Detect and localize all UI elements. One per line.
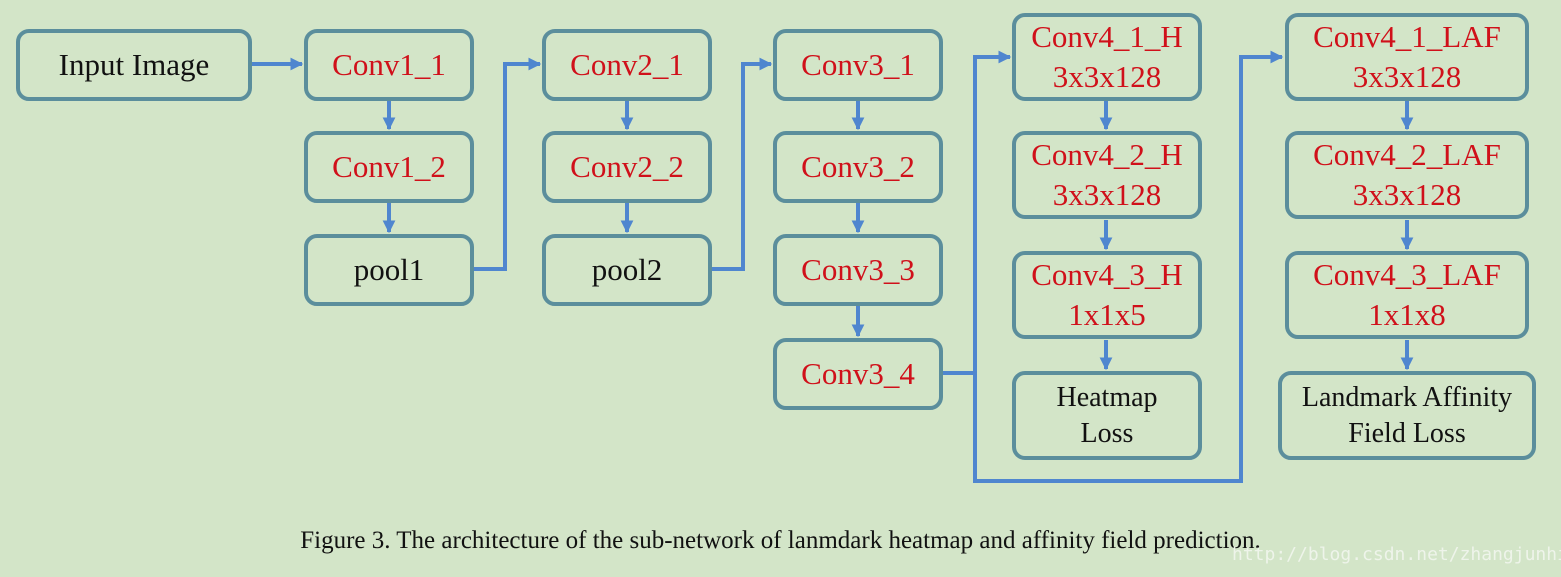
node-conv1-1-label: Conv1_1 [332, 47, 446, 82]
node-conv4-2-laf: Conv4_2_LAF 3x3x128 [1285, 131, 1529, 219]
node-conv4-3-laf-size: 1x1x8 [1368, 297, 1446, 332]
node-landmark-affinity-field-loss: Landmark Affinity Field Loss [1278, 371, 1536, 460]
arrow-conv3-4-to-conv4-1-laf [973, 50, 1284, 483]
node-heatmap-loss: Heatmap Loss [1012, 371, 1202, 460]
node-conv2-2-label: Conv2_2 [570, 149, 684, 184]
node-conv3-1-label: Conv3_1 [801, 47, 915, 82]
node-conv4-1-h-size: 3x3x128 [1052, 59, 1162, 94]
node-laf-loss-line1: Landmark Affinity [1301, 381, 1513, 413]
node-pool1: pool1 [304, 234, 474, 306]
node-conv1-2-label: Conv1_2 [332, 149, 446, 184]
node-conv4-1-laf-size: 3x3x128 [1352, 59, 1462, 94]
node-conv4-2-h-size: 3x3x128 [1052, 177, 1162, 212]
arrow-conv3-4-to-conv4-1-h [943, 50, 1012, 375]
node-conv4-3-h: Conv4_3_H 1x1x5 [1012, 251, 1202, 339]
node-conv4-2-laf-name: Conv4_2_LAF [1313, 137, 1501, 172]
node-conv1-2: Conv1_2 [304, 131, 474, 203]
node-conv1-1: Conv1_1 [304, 29, 474, 101]
node-conv3-3-label: Conv3_3 [801, 252, 915, 287]
node-conv4-1-laf: Conv4_1_LAF 3x3x128 [1285, 13, 1529, 101]
node-conv4-3-laf-name: Conv4_3_LAF [1313, 257, 1501, 292]
node-pool2-label: pool2 [591, 252, 663, 287]
node-conv3-4: Conv3_4 [773, 338, 943, 410]
node-conv2-2: Conv2_2 [542, 131, 712, 203]
node-conv3-1: Conv3_1 [773, 29, 943, 101]
node-pool2: pool2 [542, 234, 712, 306]
node-conv3-4-label: Conv3_4 [801, 356, 915, 391]
node-conv3-2-label: Conv3_2 [801, 149, 915, 184]
node-conv4-2-h: Conv4_2_H 3x3x128 [1012, 131, 1202, 219]
node-conv4-1-laf-name: Conv4_1_LAF [1313, 19, 1501, 54]
arrow-pool1-to-conv2-1 [474, 57, 542, 271]
node-conv4-2-laf-size: 3x3x128 [1352, 177, 1462, 212]
node-conv4-1-h-name: Conv4_1_H [1031, 19, 1183, 54]
node-conv2-1-label: Conv2_1 [570, 47, 684, 82]
node-conv2-1: Conv2_1 [542, 29, 712, 101]
node-conv3-3: Conv3_3 [773, 234, 943, 306]
arrow-pool2-to-conv3-1 [712, 57, 773, 271]
node-pool1-label: pool1 [353, 252, 425, 287]
node-input-image-label: Input Image [58, 47, 210, 82]
node-conv4-1-h: Conv4_1_H 3x3x128 [1012, 13, 1202, 101]
watermark-url: http://blog.csdn.net/zhangjunhit [1232, 544, 1561, 565]
node-conv3-2: Conv3_2 [773, 131, 943, 203]
node-conv4-3-laf: Conv4_3_LAF 1x1x8 [1285, 251, 1529, 339]
node-conv4-3-h-size: 1x1x5 [1068, 297, 1146, 332]
node-conv4-2-h-name: Conv4_2_H [1031, 137, 1183, 172]
node-heatmap-loss-line1: Heatmap [1056, 381, 1158, 413]
node-heatmap-loss-line2: Loss [1080, 417, 1134, 449]
node-laf-loss-line2: Field Loss [1348, 417, 1466, 449]
figure-caption: Figure 3. The architecture of the sub-ne… [300, 527, 1261, 554]
node-conv4-3-h-name: Conv4_3_H [1031, 257, 1183, 292]
node-input-image: Input Image [16, 29, 252, 101]
